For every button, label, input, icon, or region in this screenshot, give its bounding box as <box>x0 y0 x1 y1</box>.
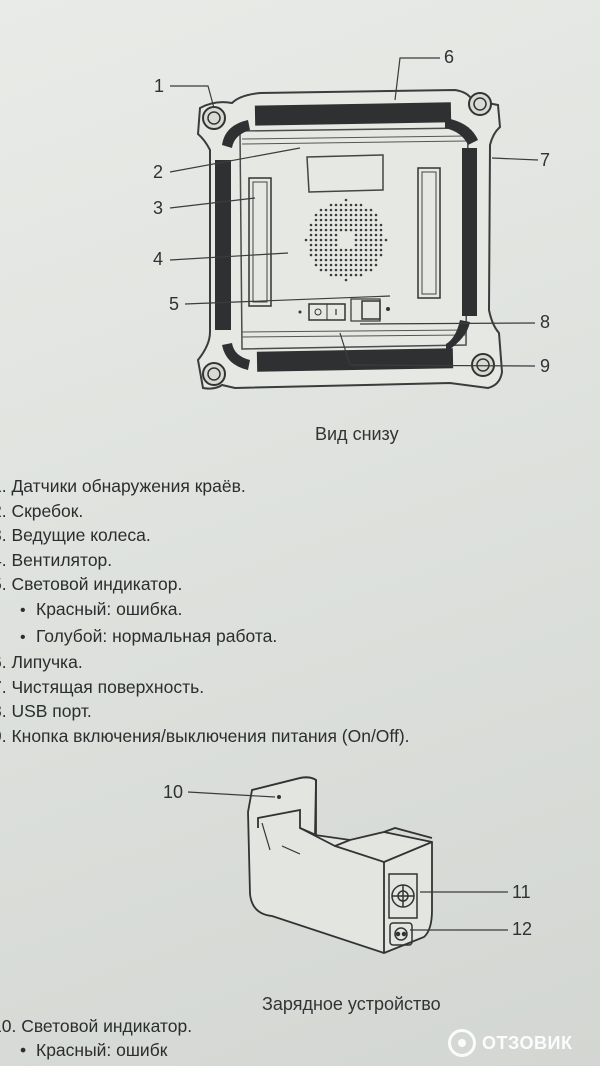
robot-body-outline <box>196 88 504 390</box>
list-item: 5. Световой индикатор. <box>0 574 183 595</box>
charger-power-port-icon <box>389 922 413 946</box>
list-item: 8. USB порт. <box>0 701 92 722</box>
charger-indicator <box>277 795 281 799</box>
list-item: 3. Ведущие колеса. <box>0 525 151 546</box>
power-switch <box>308 303 346 321</box>
edge-sensor-tr <box>468 92 492 116</box>
charger-parts-list: 10. Световой индикатор. Красный: ошибк <box>0 1014 192 1062</box>
callout-8: 8 <box>540 312 551 332</box>
edge-sensor-bl <box>202 362 226 386</box>
velcro-right <box>462 148 477 316</box>
callout-4: 4 <box>153 249 164 269</box>
callout-2: 2 <box>153 162 164 182</box>
list-item: 10. Световой индикатор. <box>0 1016 193 1036</box>
list-item: 1. Датчики обнаружения краёв. <box>0 476 246 496</box>
inner-plate <box>239 127 469 350</box>
charger-fan-icon <box>388 873 418 919</box>
callout-3: 3 <box>153 198 164 218</box>
list-subitem-text: Красный: ошибка. <box>36 598 183 619</box>
indicator-dot <box>298 310 302 314</box>
edge-sensor-tl <box>202 106 226 130</box>
callout-6: 6 <box>444 47 455 67</box>
list-subitem-text: Красный: ошибк <box>36 1040 168 1060</box>
velcro-top <box>254 102 452 126</box>
corner-pad-tr <box>445 118 478 145</box>
otzovik-watermark: ОТЗОВИК <box>448 1025 596 1061</box>
velcro-bottom <box>256 348 454 372</box>
parts-list: 1. Датчики обнаружения краёв. 2. Скребок… <box>0 474 410 749</box>
drive-wheel-left <box>248 177 272 307</box>
callout-12: 12 <box>512 919 533 939</box>
corner-pad-tl <box>222 120 250 148</box>
list-subitem: Голубой: нормальная работа. <box>0 624 410 651</box>
callout-5: 5 <box>169 294 180 314</box>
callout-9: 9 <box>540 356 551 376</box>
velcro-left <box>215 160 231 330</box>
edge-sensor-br <box>471 353 495 377</box>
callout-7: 7 <box>540 150 551 170</box>
fan-grille <box>304 198 388 282</box>
list-item: 9. Кнопка включения/выключения питания (… <box>0 725 410 746</box>
drive-wheel-right <box>417 167 441 299</box>
otzovik-logo-icon <box>448 1029 476 1057</box>
list-subitem: Красный: ошибк <box>0 1038 192 1062</box>
list-item: 4. Вентилятор. <box>0 549 113 570</box>
list-item: 6. Липучка. <box>0 652 83 673</box>
list-item: 2. Скребок. <box>0 500 84 521</box>
callout-10: 10 <box>163 782 184 802</box>
charger-caption: Зарядное устройство <box>262 994 441 1014</box>
list-subitem: Красный: ошибка. <box>0 597 410 624</box>
label-plate <box>306 154 384 193</box>
bottom-view-caption: Вид снизу <box>315 424 399 444</box>
watermark-text: ОТЗОВИК <box>482 1032 573 1053</box>
list-subitem-text: Голубой: нормальная работа. <box>36 625 278 646</box>
corner-pad-bl <box>222 343 250 370</box>
callout-1: 1 <box>154 76 165 96</box>
charger-drawing <box>247 776 433 954</box>
callout-11: 11 <box>512 882 531 902</box>
corner-pad-br <box>446 320 470 352</box>
list-item: 7. Чистящая поверхность. <box>0 676 205 697</box>
